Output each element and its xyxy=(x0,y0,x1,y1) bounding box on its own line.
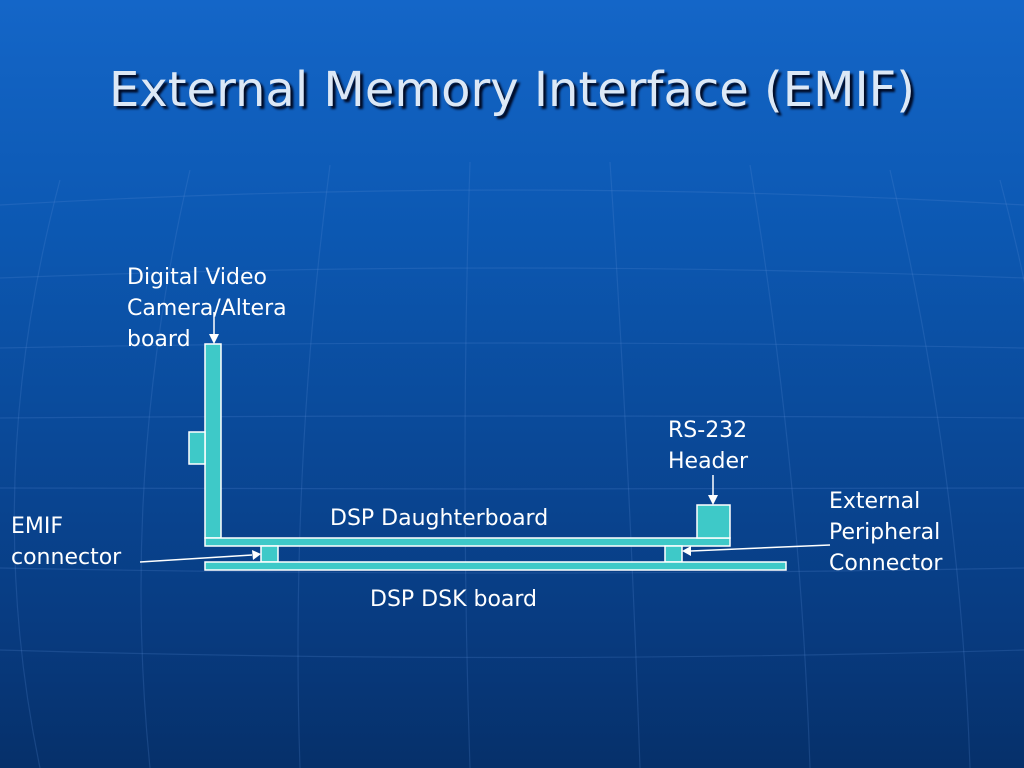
emif-label-line-1: EMIF xyxy=(11,514,64,539)
rs232-label-line-2: Header xyxy=(668,449,749,474)
rs232-label-line-1: RS-232 xyxy=(668,418,748,443)
dsp-daughterboard xyxy=(204,537,731,547)
external-label-line-2: Peripheral xyxy=(829,520,941,545)
emif-connector-label: EMIF connector xyxy=(11,511,121,573)
external-label-line-1: External xyxy=(829,489,921,514)
camera-board-label: Digital Video Camera/Altera board xyxy=(127,262,287,355)
dsp-dsk-board xyxy=(204,561,787,571)
camera-board xyxy=(204,343,222,539)
dsp-dsk-board-label: DSP DSK board xyxy=(370,587,538,612)
rs232-header-label: RS-232 Header xyxy=(668,415,748,477)
external-label-line-3: Connector xyxy=(829,551,943,576)
emif-connector-block xyxy=(260,545,279,563)
external-peripheral-connector-block xyxy=(664,545,683,563)
external-peripheral-connector-label: External Peripheral Connector xyxy=(829,486,942,579)
camera-board-connector xyxy=(188,431,206,465)
external-peripheral-arrow xyxy=(682,544,831,556)
rs232-arrow xyxy=(708,475,718,505)
camera-label-line-1: Digital Video xyxy=(127,265,267,290)
rs232-header-block xyxy=(696,504,731,539)
dsp-daughterboard-label: DSP Daughterboard xyxy=(330,506,549,531)
emif-connector-arrow xyxy=(139,550,261,563)
slide-title: External Memory Interface (EMIF) xyxy=(109,62,915,118)
camera-label-line-3: board xyxy=(127,327,191,352)
camera-label-line-2: Camera/Altera xyxy=(127,296,287,321)
emif-label-line-2: connector xyxy=(11,545,122,570)
camera-arrow xyxy=(209,312,219,344)
